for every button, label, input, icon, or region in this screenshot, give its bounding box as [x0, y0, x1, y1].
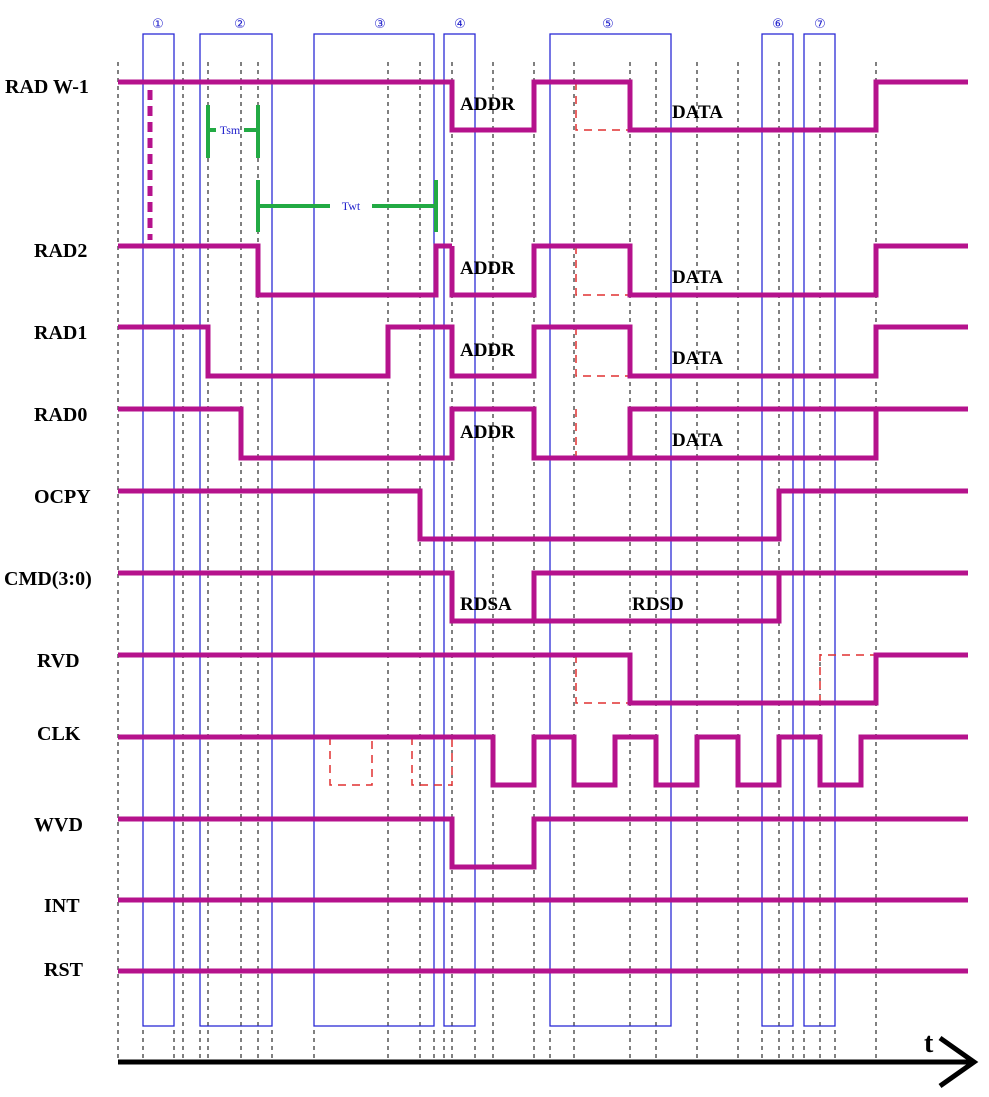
rad2-addr-label: ADDR [460, 258, 515, 279]
alternate-transitions [329, 82, 876, 786]
wave-cmd [118, 570, 968, 624]
tsm-label: Tsm [220, 123, 241, 137]
phase-number-4: ④ [454, 17, 466, 32]
rad-w1-data-label: DATA [672, 102, 723, 123]
signal-label-clk: CLK [37, 723, 81, 745]
phase-number-1: ① [152, 17, 164, 32]
signal-label-rad2: RAD2 [34, 240, 87, 262]
phase-number-6: ⑥ [772, 17, 784, 32]
phase-box-7 [803, 33, 836, 1027]
wave-rvd [118, 652, 968, 706]
signal-label-rvd: RVD [37, 650, 80, 672]
phase-box-3 [313, 33, 435, 1027]
phase-box-5 [549, 33, 672, 1027]
waveforms [118, 79, 968, 974]
phase-number-2: ② [234, 17, 246, 32]
time-axis [118, 1035, 979, 1089]
rad1-data-label: DATA [672, 348, 723, 369]
segment-labels: ADDR DATA ADDR DATA ADDR DATA ADDR DATA … [460, 94, 723, 615]
time-axis-arrowhead [938, 1035, 979, 1089]
clk-alt-pulse-2 [411, 737, 453, 786]
phase-box-1 [142, 33, 175, 1027]
rad0-alt-transition [575, 409, 630, 459]
wave-clk [118, 734, 968, 788]
signal-label-rad0: RAD0 [34, 404, 87, 426]
rad-w1-alt-transition [575, 82, 630, 131]
timing-markers [206, 105, 438, 232]
phase-box-6 [761, 33, 794, 1027]
time-axis-label: t [924, 1028, 934, 1059]
cmd-rdsa-label: RDSA [460, 594, 512, 615]
wave-rad-w1 [118, 79, 968, 133]
phase-box-2 [199, 33, 273, 1027]
wave-rad1 [118, 324, 968, 379]
wave-wvd [118, 816, 968, 870]
phase-numbers: ① ② ③ ④ ⑤ ⑥ ⑦ [152, 17, 826, 32]
phase-number-5: ⑤ [602, 17, 614, 32]
rad0-addr-label: ADDR [460, 422, 515, 443]
phase-number-7: ⑦ [814, 17, 826, 32]
rad2-alt-transition [575, 246, 630, 296]
signal-label-rst: RST [44, 959, 84, 981]
signal-label-rad-w1: RAD W-1 [5, 76, 89, 98]
rad0-data-label: DATA [672, 430, 723, 451]
rvd-alt-fall [575, 655, 630, 704]
wave-rad0 [118, 406, 968, 461]
phase-boxes [142, 33, 836, 1027]
signal-label-int: INT [44, 895, 80, 917]
twt-label: Twt [342, 199, 361, 213]
wave-rad2 [118, 243, 968, 298]
rad2-data-label: DATA [672, 267, 723, 288]
signal-labels: RAD W-1 RAD2 RAD1 RAD0 OCPY CMD(3:0) RVD… [4, 76, 92, 981]
rvd-alt-rise [819, 654, 876, 703]
cmd-rdsd-label: RDSD [632, 594, 684, 615]
rad1-addr-label: ADDR [460, 340, 515, 361]
signal-label-ocpy: OCPY [34, 486, 91, 508]
rad-w1-addr-label: ADDR [460, 94, 515, 115]
signal-label-cmd: CMD(3:0) [4, 568, 92, 590]
wave-ocpy [118, 488, 968, 542]
signal-label-wvd: WVD [34, 814, 83, 836]
phase-box-4 [443, 33, 476, 1027]
signal-label-rad1: RAD1 [34, 322, 87, 344]
phase-number-3: ③ [374, 17, 386, 32]
rad1-alt-transition [575, 327, 630, 377]
clk-alt-pulse-1 [329, 737, 373, 786]
